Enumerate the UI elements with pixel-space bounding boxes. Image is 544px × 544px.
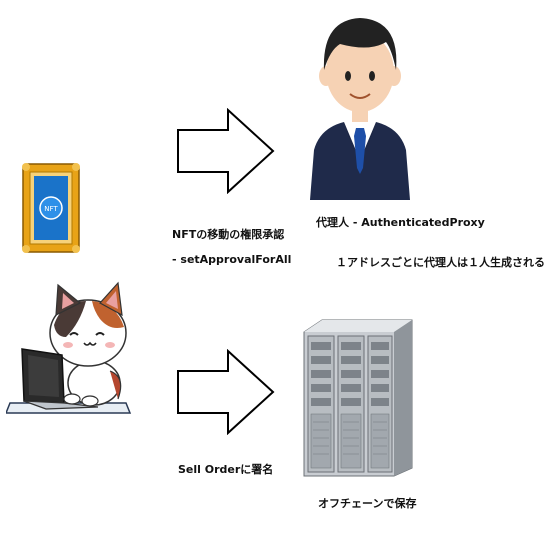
cat-with-laptop — [6, 275, 132, 430]
approval-label-line2: - setApprovalForAll — [172, 253, 292, 266]
proxy-person — [300, 10, 420, 200]
nft-frame-picture: NFT — [22, 163, 80, 253]
approval-label-line1: NFTの移動の権限承認 — [172, 228, 285, 241]
server-label: オフチェーンで保存 — [318, 497, 417, 510]
proxy-title: 代理人 - AuthenticatedProxy — [316, 216, 485, 229]
arrow-approval — [176, 108, 276, 194]
sign-order-label: Sell Orderに署名 — [178, 463, 274, 476]
arrow-sign-order — [176, 349, 276, 435]
server-rack — [298, 318, 418, 478]
nft-text: NFT — [44, 205, 58, 213]
proxy-note: １アドレスごとに代理人は１人生成される — [336, 256, 544, 269]
